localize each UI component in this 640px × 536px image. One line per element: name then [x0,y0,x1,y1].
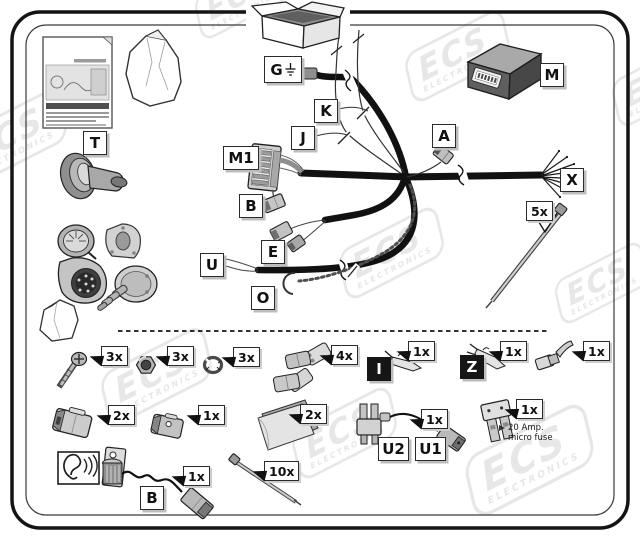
fuse-note-line2: micro fuse [508,433,553,443]
callout-x-label: X [566,171,578,189]
qty-connector-housing-a: 2x [108,405,135,425]
callout-i-label: I [376,360,382,378]
callout-b-buzzer: B [140,486,164,510]
nut-icon [135,356,157,374]
callout-u1: U1 [415,437,446,461]
callout-e-label: E [267,243,279,261]
qty-washer: 3x [233,347,260,367]
callout-z: Z [460,355,484,379]
connector-housing-1x-icon [150,413,184,439]
fuse-tap-icon [356,403,391,445]
connector-housing-2x-icon [52,406,93,439]
chain-o [282,183,417,295]
grommet-icon [59,152,128,200]
socket-back-boot-icon [97,265,158,311]
qty-washer-value: 3x [238,349,255,365]
qty-wire-tap: 4x [331,345,358,365]
connector-buzzer-icon [180,487,214,520]
qty-buzzer-lead-value: 1x [188,468,205,484]
callout-o-label: O [256,289,270,307]
qty-terminal-i: 1x [408,341,435,361]
qty-nut: 3x [167,346,194,366]
qty-sandpaper-value: 2x [305,406,322,422]
callout-a-label: A [438,127,450,145]
buzzer-icon [101,446,127,488]
ground-lead-g [288,66,410,181]
carton-box-icon [246,1,350,50]
connectors-e-icon [269,219,327,253]
small-bag-icon [39,299,79,342]
module-icon [466,43,543,101]
callout-m-label: M [544,66,560,84]
wire-tap-cluster-icon [272,342,332,393]
qty-screw-value: 3x [106,348,123,364]
cable-tie-long-icon [485,202,568,309]
qty-sandpaper: 2x [300,404,327,424]
qty-connector-housing-b: 1x [198,405,225,425]
callout-j: J [291,126,315,150]
callout-a: A [432,124,456,148]
plastic-bag-icon [125,29,182,107]
callout-g-label: G [270,60,283,79]
callout-u-label: U [205,256,219,274]
buzzer-sound-icon [57,451,100,485]
ground-icon [285,63,296,76]
callout-z-label: Z [466,358,478,376]
callout-x: X [560,168,584,192]
qty-spade-terminal-value: 1x [588,343,605,359]
gasket-plate-icon [105,223,141,259]
connector-a-icon [406,144,454,178]
qty-screw: 3x [101,346,128,366]
callout-j-label: J [300,129,306,147]
callout-t-label: T [89,134,101,152]
callout-u: U [200,253,224,277]
qty-buzzer-lead: 1x [183,466,210,486]
callout-g: G [264,56,302,83]
callout-u2: U2 [378,437,409,461]
callout-k-label: K [320,102,332,120]
callout-i: I [367,357,391,381]
socket-13pin-icon [57,224,108,304]
harness-trunk [254,163,545,282]
qty-fuse-tap-lead: 1x [421,409,448,429]
connector-u1-icon [436,424,466,452]
callout-b-buzzer-label: B [146,489,158,507]
qty-nut-value: 3x [172,348,189,364]
instruction-leaflet-icon [42,36,113,129]
qty-cable-tie-short-value: 10x [269,463,295,479]
callout-m: M [540,63,564,87]
qty-cable-tie-long-value: 5x [531,203,548,219]
qty-terminal-i-value: 1x [413,343,430,359]
callout-k: K [314,99,338,123]
callout-m1-label: M1 [228,149,254,167]
qty-spade-terminal: 1x [583,341,610,361]
cable-tie-short-icon [228,453,302,506]
qty-terminal-z: 1x [500,341,527,361]
callout-e: E [261,240,285,264]
qty-connector-housing-b-value: 1x [203,407,220,423]
screw-icon [56,351,88,389]
qty-cable-tie-long: 5x [526,201,553,221]
wires-u [225,258,259,272]
qty-terminal-z-value: 1x [505,343,522,359]
spade-terminal-icon [534,340,574,371]
note-arrow-icon [499,425,505,431]
callout-o: O [251,286,275,310]
callout-t: T [83,131,107,155]
qty-micro-fuse: 1x [516,399,543,419]
fuse-note-line1: 20 Amp. [508,423,544,433]
washer-icon [202,355,224,375]
callout-u1-label: U1 [419,440,442,458]
fuse-note: 20 Amp. micro fuse [499,423,553,443]
qty-cable-tie-short: 10x [264,461,300,481]
callout-m1: M1 [223,146,259,170]
qty-connector-housing-a-value: 2x [113,407,130,423]
qty-fuse-tap-lead-value: 1x [426,411,443,427]
qty-wire-tap-value: 4x [336,347,353,363]
qty-micro-fuse-value: 1x [521,401,538,417]
callout-b-label: B [245,197,257,215]
callout-u2-label: U2 [382,440,405,458]
connector-b-icon [261,193,286,214]
callout-b: B [239,194,263,218]
